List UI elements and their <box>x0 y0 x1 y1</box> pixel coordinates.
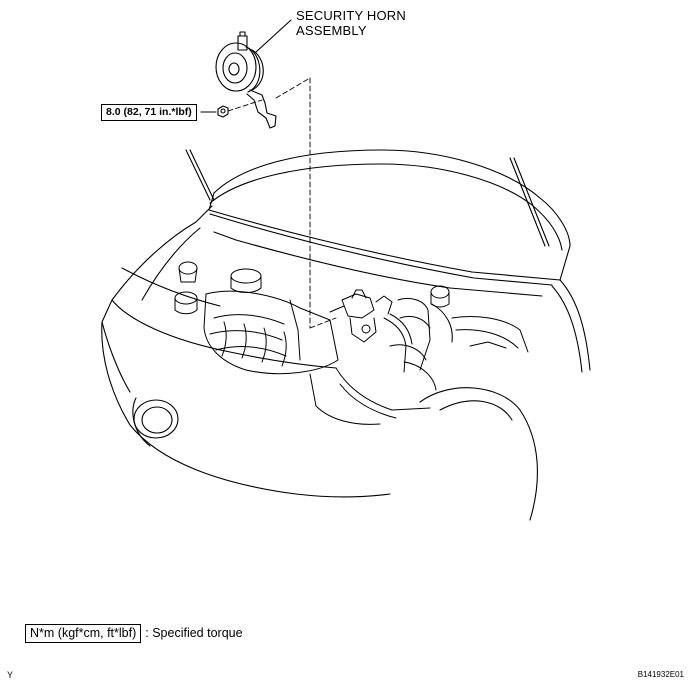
vehicle-front-outline <box>101 149 591 521</box>
part-label-line-2: ASSEMBLY <box>296 23 367 38</box>
assembly-dashed-lines <box>227 77 337 329</box>
label-leader-line <box>255 19 292 53</box>
security-horn-label: SECURITY HORN ASSEMBLY <box>296 8 406 38</box>
security-horn-assembly <box>215 31 277 129</box>
torque-legend: N*m (kgf*cm, ft*lbf): Specified torque <box>25 624 243 643</box>
figure-id: B141932E01 <box>637 670 684 679</box>
torque-callout: 8.0 (82, 71 in.*lbf) <box>101 104 197 121</box>
legend-description: : Specified torque <box>145 626 243 640</box>
engine-components <box>174 261 529 425</box>
footer-left-code: Y <box>7 670 14 680</box>
legend-unit-box: N*m (kgf*cm, ft*lbf) <box>25 624 142 643</box>
part-label-line-1: SECURITY HORN <box>296 8 406 23</box>
